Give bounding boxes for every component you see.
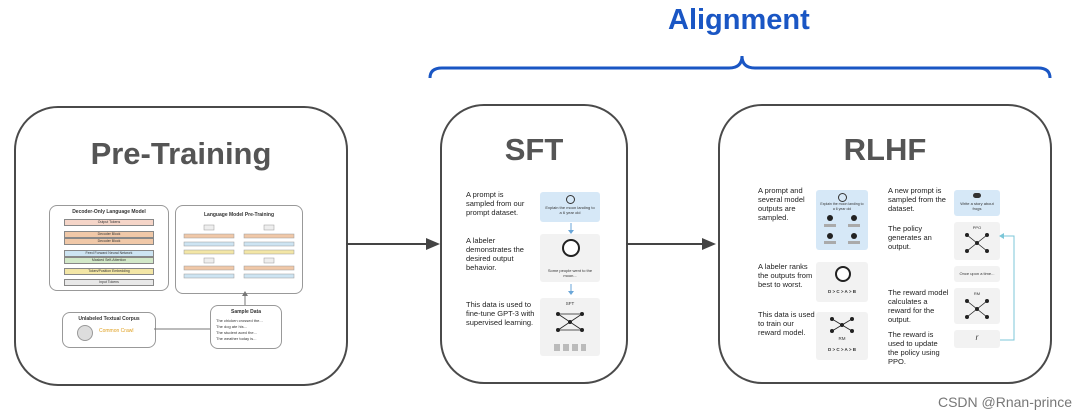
ranking-text: D > C > A > B <box>827 289 857 294</box>
corpus-panel: Unlabeled Textual Corpus Common Crawl <box>62 312 156 348</box>
decoder-panel: Decoder-Only Language Model Output Token… <box>49 205 169 291</box>
common-crawl-logo: Common Crawl <box>99 328 134 334</box>
sample-line: The chicken crossed the... <box>216 318 263 323</box>
rlhf-left-note: A prompt and several model outputs are s… <box>758 186 805 222</box>
sft-model-card: SFT <box>540 298 600 356</box>
rlhf-title: RLHF <box>843 132 927 167</box>
watermark: CSDN @Rnan-prince <box>937 394 1072 410</box>
rm-label: RM <box>838 336 846 341</box>
rlhf-prompt-text: Explain the moon landing to a 6 year old <box>820 202 864 211</box>
decoder-layer: Output Tokens <box>64 219 154 226</box>
sft-model-label: SFT <box>565 301 575 306</box>
sft-note: A labeler demonstrates the desired outpu… <box>466 236 524 272</box>
sft-prompt-text: Explain the moon landing to a 6 year old <box>545 205 595 215</box>
labeler-person-icon <box>562 239 580 257</box>
rlhf-new-prompt-card: Write a story about frogs <box>954 190 1000 216</box>
labeler-person-icon <box>835 266 851 282</box>
decoder-layer: Feed Forward Neural Network <box>64 250 154 257</box>
sft-note: A prompt is sampled from our prompt data… <box>466 190 525 217</box>
frog-icon <box>973 193 981 198</box>
decoder-layer: Input Tokens <box>64 279 154 286</box>
lm-panel-title: Language Model Pre-Training <box>203 212 274 218</box>
rlhf-right-note: A new prompt is sampled from the dataset… <box>888 186 946 213</box>
corpus-title: Unlabeled Textual Corpus <box>78 316 140 322</box>
rlhf-left-note: This data is used to train our reward mo… <box>758 310 815 337</box>
rm-score-label: RM <box>973 291 981 296</box>
sample-line: The weather today is... <box>216 336 257 341</box>
rlhf-ppo-card: PPO <box>954 222 1000 260</box>
document-icons <box>554 344 586 351</box>
sample-data-panel: Sample Data The chicken crossed the... T… <box>210 305 282 349</box>
rlhf-output-card: Once upon a time... <box>954 266 1000 282</box>
prompt-bubble-icon <box>838 193 847 202</box>
reward-symbol: r <box>975 333 979 342</box>
wikipedia-logo <box>77 325 93 341</box>
rlhf-right-note: The reward is used to update the policy … <box>888 330 940 366</box>
sft-arrow-down-1 <box>568 223 574 234</box>
sft-prompt-card: Explain the moon landing to a 6 year old <box>540 192 600 222</box>
sample-line: The dog ate his... <box>216 324 247 329</box>
ppo-label: PPO <box>972 225 982 230</box>
arrow-sft-to-rlhf <box>626 238 716 250</box>
ppo-feedback-loop <box>999 233 1015 341</box>
reward-model-network-icon <box>830 317 854 333</box>
pretraining-stage: Pre-Training Decoder-Only Language Model… <box>14 106 348 386</box>
alignment-bracket <box>428 55 1052 79</box>
rlhf-rm-score-card: RM <box>954 288 1000 324</box>
decoder-layer: Decoder Block <box>64 231 154 238</box>
decoder-layer: Decoder Block <box>64 238 154 245</box>
rlhf-reward-card: r <box>954 330 1000 348</box>
decoder-layer: Token/Position Embedding <box>64 268 154 275</box>
rlhf-ranking-card: D > C > A > B <box>816 262 868 302</box>
output-text: Once upon a time... <box>959 271 995 276</box>
rlhf-prompt-card: Explain the moon landing to a 6 year old <box>816 190 868 250</box>
sample-line: The student aced the... <box>216 330 257 335</box>
neural-network-icon <box>556 312 584 332</box>
sample-data-title: Sample Data <box>230 309 261 315</box>
rlhf-stage: RLHF A prompt and several model outputs … <box>718 104 1052 384</box>
arrow-pretraining-to-sft <box>346 238 440 250</box>
lm-pretraining-panel: Language Model Pre-Training <box>175 205 303 294</box>
sft-labeler-card: Some people went to the moon... <box>540 234 600 282</box>
pretraining-connectors <box>154 291 248 330</box>
new-prompt-text: Write a story about frogs <box>960 201 994 211</box>
sft-answer-text: Some people went to the moon... <box>547 268 593 278</box>
sft-title: SFT <box>504 132 564 167</box>
sft-arrow-down-2 <box>568 284 574 295</box>
sft-note: This data is used to fine-tune GPT-3 wit… <box>466 300 535 327</box>
rm-network-icon <box>965 299 989 319</box>
output-options-icon <box>824 215 860 244</box>
decoder-layer: Masked Self-Attention <box>64 257 154 264</box>
lm-training-illustration <box>183 224 295 279</box>
pretraining-title: Pre-Training <box>90 136 272 171</box>
alignment-title: Alignment <box>668 4 810 36</box>
rlhf-left-note: A labeler ranks the outputs from best to… <box>758 262 813 289</box>
rlhf-right-note: The reward model calculates a reward for… <box>888 288 949 324</box>
decoder-panel-title: Decoder-Only Language Model <box>72 209 146 215</box>
rlhf-rm-card: RM D > C > A > B <box>816 312 868 360</box>
sft-stage: SFT A prompt is sampled from our prompt … <box>440 104 628 384</box>
rlhf-right-note: The policy generates an output. <box>888 224 932 251</box>
prompt-bubble-icon <box>566 195 575 204</box>
policy-network-icon <box>965 233 989 253</box>
rm-ranking-text: D > C > A > B <box>827 347 857 352</box>
